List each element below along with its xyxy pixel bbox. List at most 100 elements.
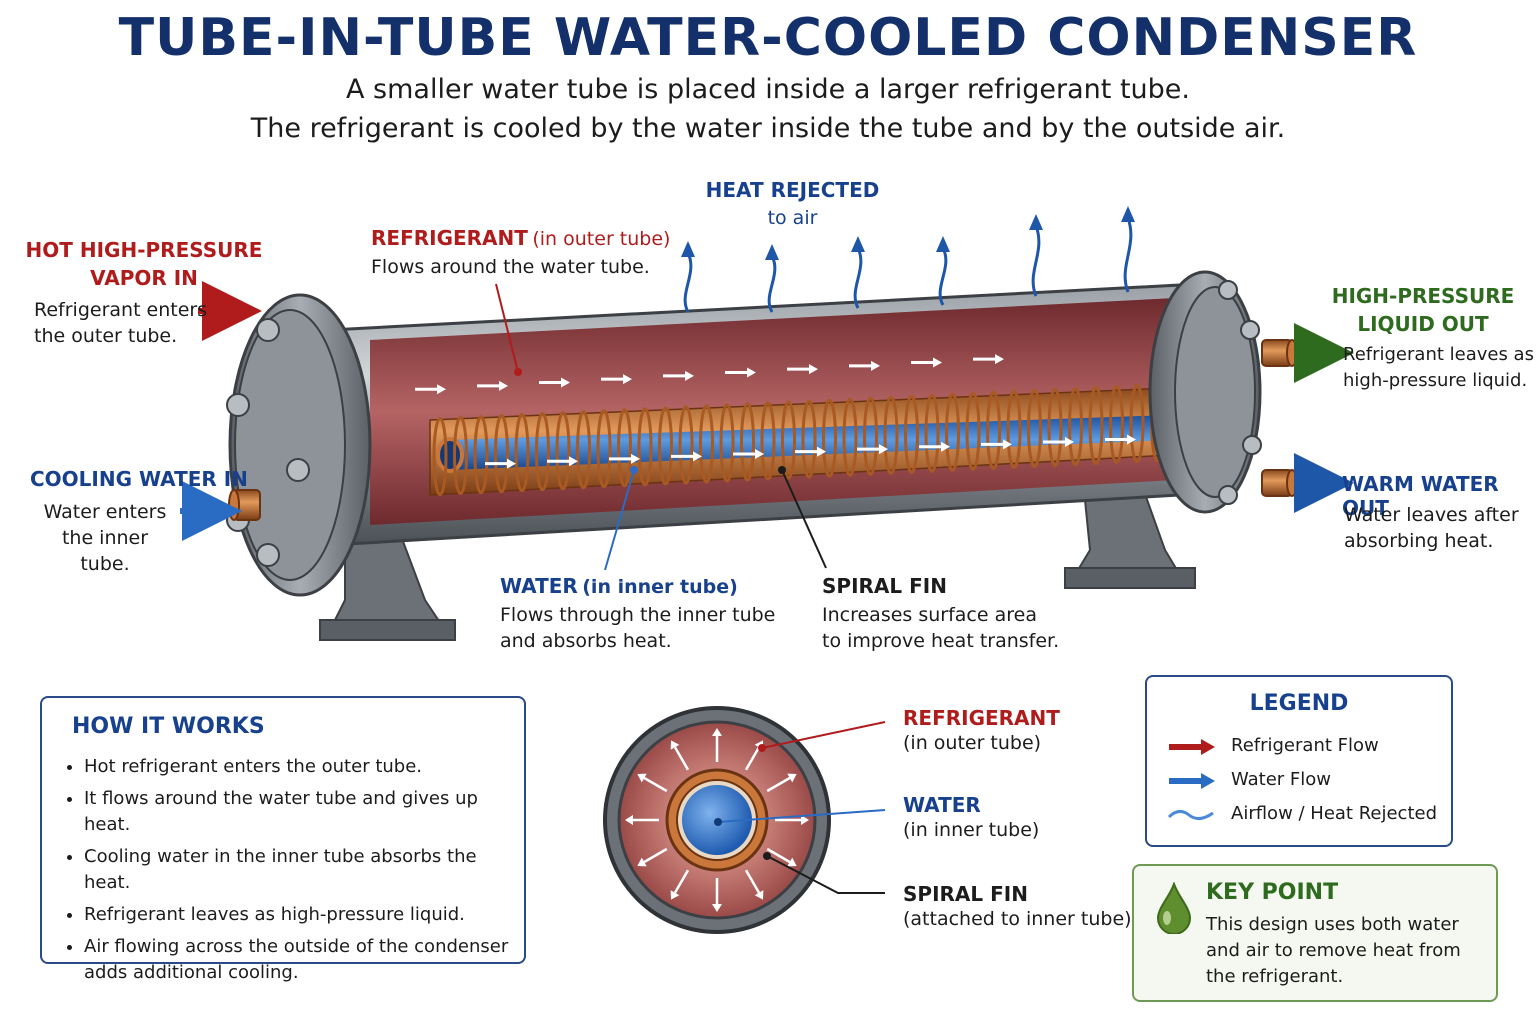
fin-ring [801,399,817,479]
flow-arrow-head [623,374,632,385]
heat-wave-line [853,247,863,309]
blue-arrow-icon [1169,773,1215,789]
heat-wave-head [1121,206,1135,222]
fin-ring [617,408,632,488]
fin-ring [760,401,776,481]
wave-icon [1167,810,1214,820]
how-it-works-title: HOW IT WORKS [72,714,265,739]
list-item: Air flowing across the outside of the co… [84,934,524,986]
flow-arrow-head [995,354,1004,365]
water-inner-label: WATER (in inner tube) Flows through the … [500,574,776,652]
cooling-water-desc: Water enters the inner tube. [43,501,167,575]
flow-arrow-head [499,380,508,391]
cs-arrow-shaft [673,746,690,771]
flow-arrow-head [933,357,942,368]
fin-ring [986,390,1001,470]
fin-ring [576,410,591,490]
callout-fin [781,469,827,569]
how-it-works-panel: HOW IT WORKS Hot refrigerant enters the … [40,696,526,983]
callout-fin-dot [778,466,786,474]
cs-arrow-head [625,815,633,825]
fin-ring [494,414,509,494]
fin-ring [658,406,673,486]
pipe-liquid-out [1261,339,1298,367]
cs-water-label: WATER (in inner tube) [903,793,1040,841]
bolt [1218,280,1238,300]
cs-arrow-shaft [643,776,668,793]
legend-panel: LEGEND Refrigerant Flow Water Flow Airfl… [1145,675,1453,847]
flow-arrow-head [879,444,888,455]
callout-refrigerant-dot [514,368,522,376]
cs-arrow-shaft [744,746,761,771]
subtitle-line-2: The refrigerant is cooled by the water i… [250,113,1286,144]
cs-arrow-shaft [766,847,791,864]
warm-water-label: WARM WATER OUT [1342,472,1499,520]
flow-arrow-head [437,384,446,395]
pipe-cooling-water-in [228,489,261,521]
flow-arrow-head [507,458,516,469]
cs-refrigerant-label: REFRIGERANT (in outer tube) [903,706,1060,754]
cs-arrow-head [787,857,797,867]
callout-water-dot [630,466,638,474]
hp-liquid-desc: Refrigerant leaves as high-pressure liqu… [1343,344,1534,391]
heat-wave-head [681,241,695,257]
fin-ring [842,397,858,477]
key-point-title: KEY POINT [1206,880,1339,905]
inner-tube-opening [436,437,464,473]
heat-wave-line [1123,217,1133,293]
flow-arrow-head [1003,439,1012,450]
cs-callout-fin-dot [763,852,771,860]
fin-ring [1027,388,1042,468]
list-item: Hot refrigerant enters the outer tube. [84,754,524,780]
spiral-fin-rings [432,383,1165,497]
list-item: Refrigerant leaves as high-pressure liqu… [84,902,524,928]
fin-ring [432,417,448,497]
heat-wave-head [765,244,779,260]
heat-wave-head [851,236,865,252]
water-drop-icon [1156,882,1192,934]
cs-arrow-shaft [673,869,690,894]
fin-ring [863,396,878,476]
fin-ring [678,405,694,485]
cs-arrow-head [801,815,809,825]
fin-ring [781,400,796,480]
cs-callout-water [717,809,886,823]
flow-arrow-head [569,456,578,467]
fin-ring [555,411,571,491]
cs-arrow-head [670,890,680,900]
fin-ring [1088,386,1104,465]
fin-ring [904,394,919,474]
flange-left [228,293,372,597]
flow-arrow-head [871,360,880,371]
fin-ring [453,416,468,496]
cs-arrow-head [637,857,647,867]
heat-wave-line [1031,225,1041,297]
fin-ring [1006,389,1022,469]
bolt [226,393,250,417]
cs-fin-label: SPIRAL FIN (attached to inner tube) [903,882,1132,930]
bolt [256,318,280,342]
fin-ring [965,391,981,471]
flow-arrow-head [941,441,950,452]
cs-arrow-head [670,740,680,750]
cooling-water-label: COOLING WATER IN [30,467,248,491]
fin-ring [637,407,653,487]
fin-ring [1109,385,1124,465]
fin-ring [945,392,960,472]
flow-arrow-head [561,377,570,388]
fin-ring [822,398,837,478]
heat-wave-line [938,247,948,306]
heat-rejected-label: HEAT REJECTED to air [705,178,880,229]
list-item: Cooling water in the inner tube absorbs … [84,844,524,896]
page-title: TUBE-IN-TUBE WATER-COOLED CONDENSER [118,8,1418,68]
bolt [1218,485,1238,505]
fin-ring [596,409,612,489]
key-point-text: This design uses both water and air to r… [1206,914,1461,987]
legend-item-refrigerant: Refrigerant Flow [1167,733,1447,761]
red-arrow-icon [1169,739,1215,755]
cs-arrow-head [754,890,764,900]
support-foot-left [319,518,456,641]
flow-arrow-head [809,364,818,375]
legend-title: LEGEND [1249,691,1349,716]
